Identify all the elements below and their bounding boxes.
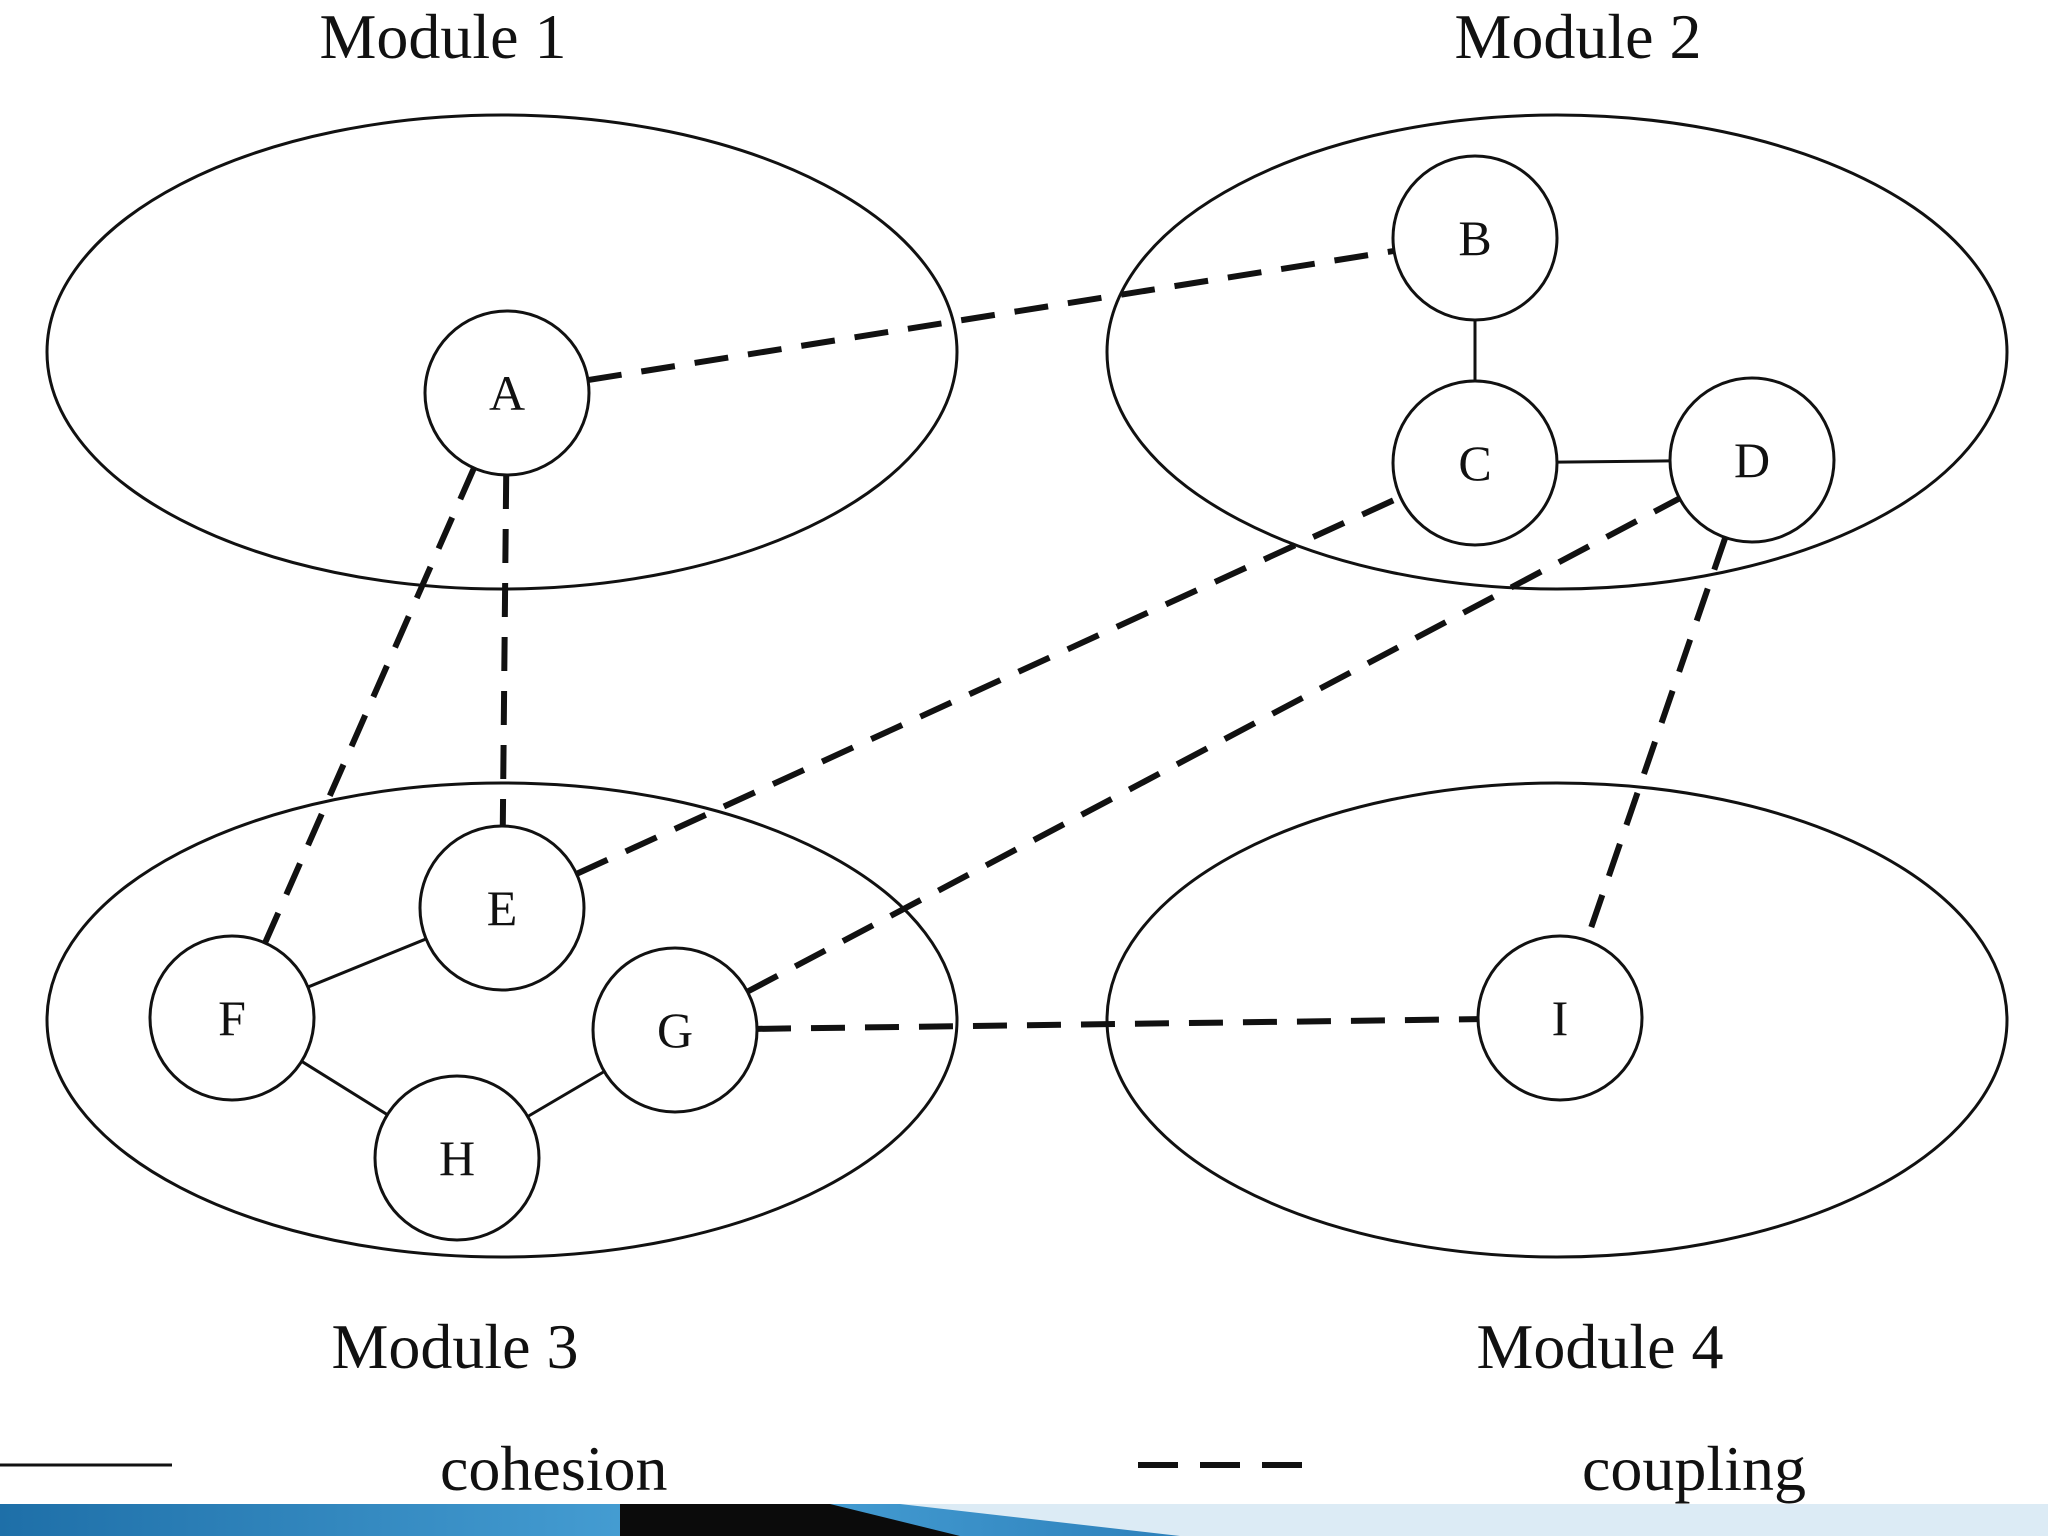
edge-coupling-a-e (499, 474, 510, 827)
footer-decoration (0, 1504, 2048, 1536)
node-e: E (418, 824, 586, 992)
edge-coupling-a-f (262, 466, 477, 945)
node-h: H (373, 1074, 541, 1242)
module-1-ellipse (45, 113, 959, 591)
edges-layer (262, 248, 1729, 1118)
node-f-label: F (218, 990, 246, 1046)
edge-coupling-d-i (1583, 536, 1729, 942)
node-g: G (591, 946, 759, 1114)
node-c: C (1391, 379, 1559, 547)
node-b-circle (1391, 154, 1559, 322)
module-4-title: Module 4 (1476, 1311, 1723, 1382)
node-a: A (423, 309, 591, 477)
module-2-ellipse (1105, 113, 2009, 591)
edge-cohesion-h-g (526, 1070, 606, 1118)
node-i-label: I (1552, 990, 1569, 1046)
node-b-label: B (1458, 210, 1491, 266)
legend-coupling-label: coupling (1582, 1433, 1806, 1504)
node-g-circle (591, 946, 759, 1114)
nodes-layer: A B C D E F G H I (148, 154, 1836, 1242)
edge-cohesion-c-d (1556, 459, 1671, 464)
node-f: F (148, 934, 316, 1102)
edge-cohesion-f-h (300, 1060, 389, 1116)
edge-cohesion-f-e (307, 937, 427, 989)
legend-cohesion-label: cohesion (440, 1433, 668, 1504)
node-i-circle (1476, 934, 1644, 1102)
footer-wedge (620, 1504, 960, 1536)
node-c-label: C (1458, 435, 1491, 491)
node-a-label: A (489, 365, 525, 421)
node-d: D (1668, 376, 1836, 544)
node-d-circle (1668, 376, 1836, 544)
node-g-label: G (657, 1002, 693, 1058)
module-3-title: Module 3 (331, 1311, 578, 1382)
module-3-ellipse (45, 781, 959, 1259)
module-2-title: Module 2 (1454, 1, 1701, 72)
edge-coupling-a-b (587, 248, 1395, 383)
module-1-title: Module 1 (319, 1, 566, 72)
edge-coupling-e-c (575, 494, 1402, 877)
module-4-ellipse (1105, 781, 2009, 1259)
node-d-label: D (1734, 432, 1770, 488)
node-e-circle (418, 824, 586, 992)
footer-light-band (900, 1504, 2048, 1536)
node-h-label: H (439, 1130, 475, 1186)
edge-coupling-g-i (756, 1016, 1479, 1032)
node-a-circle (423, 309, 591, 477)
node-f-circle (148, 934, 316, 1102)
node-c-circle (1391, 379, 1559, 547)
node-e-label: E (487, 880, 518, 936)
edge-coupling-g-d (746, 495, 1681, 995)
node-i: I (1476, 934, 1644, 1102)
node-h-circle (373, 1074, 541, 1242)
node-b: B (1391, 154, 1559, 322)
